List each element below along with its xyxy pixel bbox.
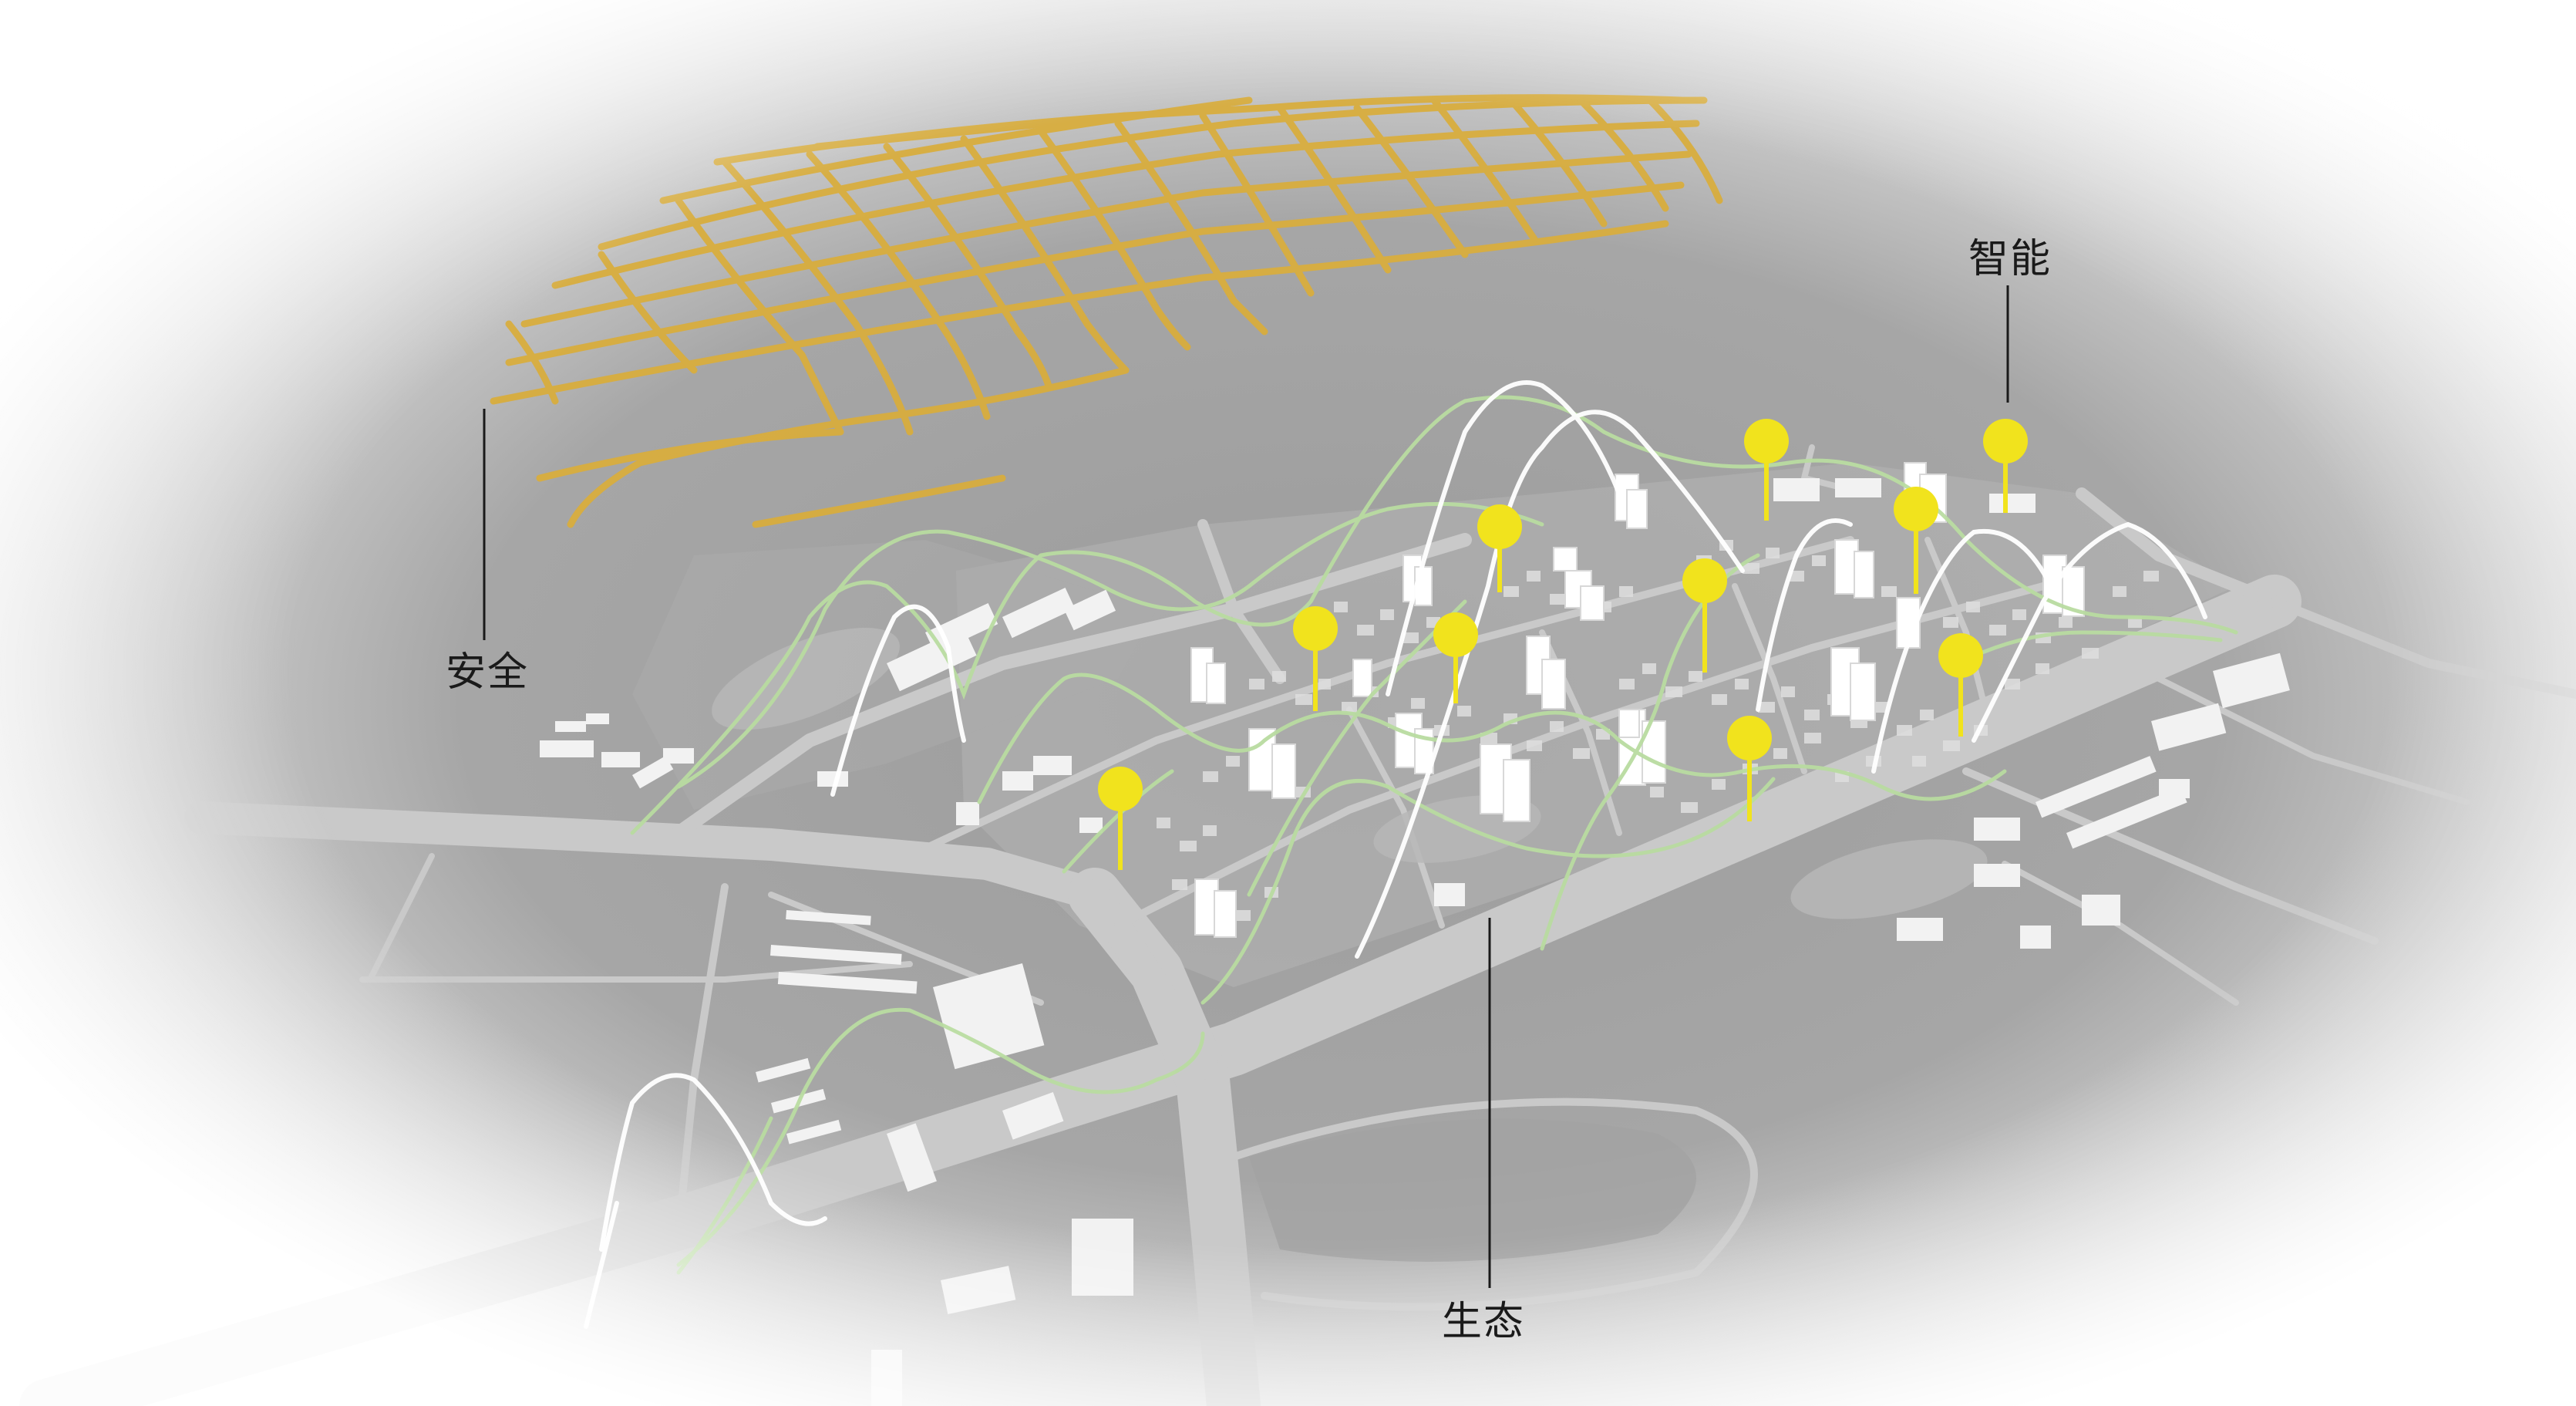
map-pin-icon bbox=[1938, 633, 1983, 737]
label-security: 安全 bbox=[446, 649, 530, 696]
label-ecology: 生态 bbox=[1442, 1299, 1526, 1345]
map-pin-icon bbox=[1744, 419, 1789, 521]
map-pin-icon bbox=[1983, 419, 2028, 513]
map-pin-icon bbox=[1433, 612, 1478, 703]
label-smart: 智能 bbox=[1968, 236, 2052, 282]
leader-lines bbox=[483, 285, 2009, 1288]
map-pin-icon bbox=[1293, 606, 1338, 711]
smart-pins bbox=[1098, 419, 2028, 870]
map-pin-icon bbox=[1727, 716, 1772, 821]
map-pin-icon bbox=[1894, 487, 1938, 594]
map-pin-icon bbox=[1098, 767, 1143, 870]
map-pin-icon bbox=[1477, 504, 1522, 592]
map-pin-icon bbox=[1682, 558, 1727, 673]
